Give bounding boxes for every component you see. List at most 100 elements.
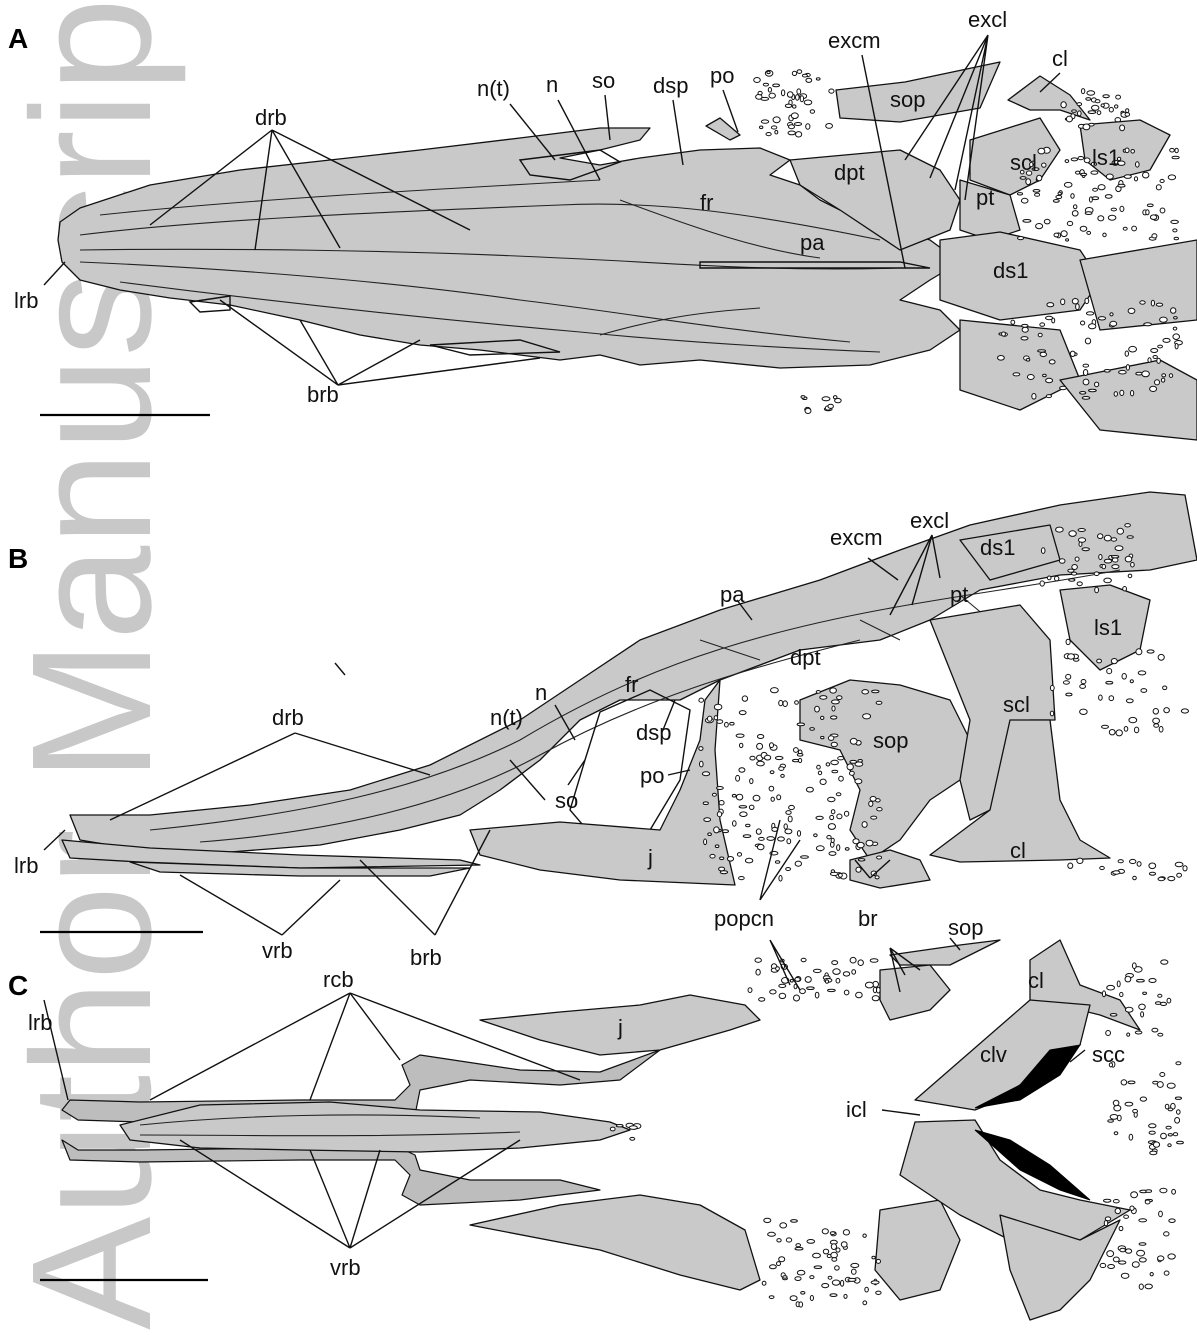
- label-a-n: n: [546, 72, 558, 97]
- denticle-dot: [1161, 378, 1164, 382]
- denticle-dot: [816, 816, 823, 819]
- denticle-dot: [786, 811, 791, 815]
- denticle-dot: [1114, 1132, 1118, 1135]
- denticle-dot: [1183, 866, 1187, 871]
- denticle-dot: [1169, 1219, 1175, 1223]
- denticle-dot: [1097, 111, 1101, 115]
- denticle-dot: [1153, 1142, 1159, 1147]
- denticle-dot: [1166, 1126, 1171, 1129]
- denticle-dot: [770, 771, 774, 774]
- denticle-dot: [1130, 1206, 1134, 1210]
- denticle-dot: [814, 1266, 822, 1269]
- denticle-dot: [858, 859, 865, 861]
- label-b-ls1: ls1: [1094, 615, 1122, 640]
- denticle-dot: [784, 824, 787, 829]
- denticle-dot: [1160, 179, 1164, 182]
- label-c-vrb: vrb: [330, 1255, 361, 1280]
- denticle-dot: [1161, 960, 1168, 964]
- denticle-dot: [1157, 1082, 1163, 1088]
- denticle-dot: [783, 701, 787, 707]
- denticle-dot: [1072, 299, 1078, 304]
- denticle-dot: [1040, 323, 1045, 326]
- denticle-dot: [1081, 89, 1084, 94]
- denticle-dot: [876, 701, 882, 704]
- denticle-dot: [1047, 576, 1051, 580]
- denticle-dot: [795, 701, 799, 705]
- label-b-excl: excl: [910, 508, 949, 533]
- denticle-dot: [797, 723, 804, 726]
- denticle-dot: [1175, 1097, 1181, 1099]
- denticle-dot: [715, 845, 719, 848]
- denticle-dot: [1133, 1109, 1138, 1112]
- denticle-dot: [1135, 1031, 1142, 1034]
- denticle-dot: [1168, 877, 1175, 881]
- denticle-dot: [769, 1296, 774, 1299]
- label-c-lrb: lrb: [28, 1010, 52, 1035]
- denticle-dot: [1142, 371, 1150, 377]
- denticle-dot: [1139, 1258, 1146, 1262]
- denticle-dot: [1129, 346, 1137, 352]
- denticle-dot: [1143, 172, 1149, 178]
- denticle-dot: [1094, 572, 1099, 576]
- denticle-dot: [750, 756, 755, 760]
- denticle-dot: [1111, 208, 1116, 211]
- denticle-dot: [1046, 316, 1053, 319]
- denticle-dot: [759, 998, 765, 1002]
- denticle-dot: [1160, 317, 1168, 322]
- denticle-dot: [1149, 872, 1155, 875]
- denticle-dot: [871, 816, 877, 819]
- denticle-dot: [828, 736, 833, 741]
- denticle-dot: [779, 993, 786, 998]
- label-a-pa: pa: [800, 230, 825, 255]
- denticle-dot: [757, 761, 765, 766]
- denticle-dot: [717, 787, 724, 790]
- denticle-dot: [779, 984, 786, 987]
- denticle-dot: [1176, 1062, 1181, 1065]
- denticle-dot: [730, 722, 734, 725]
- denticle-dot: [841, 1280, 844, 1286]
- denticle-dot: [1177, 1110, 1181, 1115]
- denticle-dot: [1125, 556, 1132, 562]
- denticle-dot: [795, 978, 800, 982]
- denticle-dot: [839, 776, 844, 781]
- denticle-dot: [872, 1256, 875, 1259]
- label-b-drb: drb: [272, 705, 304, 730]
- denticle-dot: [1060, 386, 1067, 389]
- denticle-dot: [704, 818, 711, 822]
- denticle-dot: [1066, 639, 1070, 644]
- denticle-dot: [749, 805, 754, 809]
- denticle-dot: [616, 1125, 623, 1127]
- denticle-dot: [830, 872, 838, 875]
- denticle-dot: [813, 1253, 821, 1258]
- label-b-pa: pa: [720, 582, 745, 607]
- denticle-dot: [1085, 298, 1089, 303]
- label-b-nt: n(t): [490, 705, 523, 730]
- denticle-dot: [761, 120, 768, 123]
- denticle-dot: [1162, 374, 1166, 377]
- denticle-dot: [1158, 877, 1165, 880]
- label-a-ds1: ds1: [993, 258, 1028, 283]
- denticle-dot: [1081, 680, 1086, 684]
- denticle-dot: [823, 1249, 828, 1254]
- denticle-dot: [1110, 313, 1113, 316]
- denticle-dot: [1139, 1219, 1147, 1222]
- denticle-dot: [832, 1258, 837, 1262]
- denticle-dot: [748, 988, 752, 993]
- denticle-dot: [1130, 680, 1133, 683]
- denticle-dot: [1095, 587, 1099, 593]
- denticle-dot: [794, 123, 801, 126]
- denticle-dot: [1161, 1133, 1167, 1139]
- denticle-dot: [745, 858, 752, 863]
- denticle-dot: [1089, 324, 1096, 329]
- denticle-dot: [777, 1239, 781, 1242]
- denticle-dot: [1085, 212, 1092, 215]
- denticle-dot: [831, 1244, 836, 1250]
- denticle-dot: [832, 961, 838, 965]
- denticle-dot: [822, 1229, 828, 1234]
- denticle-dot: [1169, 374, 1172, 378]
- denticle-dot: [1068, 654, 1075, 659]
- denticle-dot: [1114, 392, 1117, 397]
- denticle-dot: [831, 716, 837, 719]
- denticle-dot: [1128, 574, 1132, 578]
- denticle-dot: [1137, 862, 1141, 867]
